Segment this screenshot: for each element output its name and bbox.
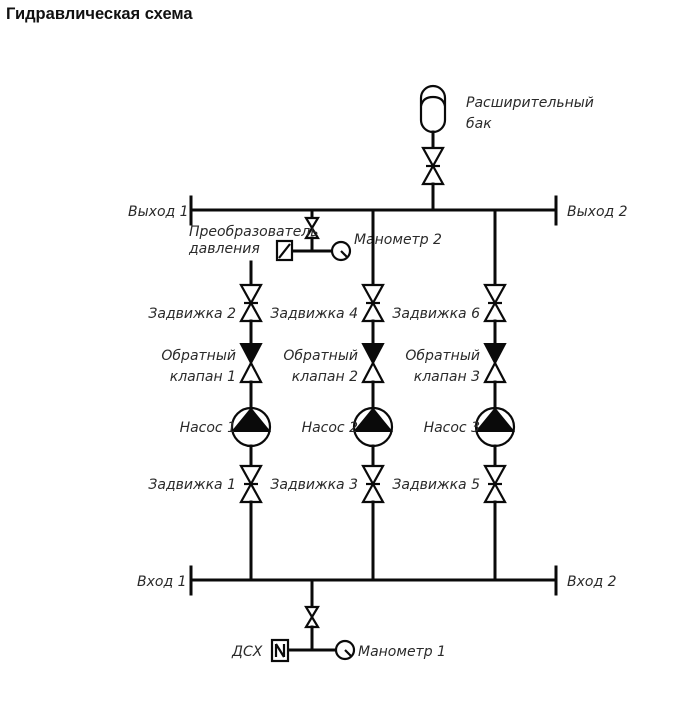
manometer-2-icon [330, 240, 352, 262]
expansion-tank-body [419, 84, 447, 134]
outlet-right-label: Выход 2 [567, 204, 628, 220]
bottom-valve-label: Задвижка 1 [148, 477, 236, 493]
pump-icon[interactable] [230, 406, 272, 448]
pump-branch-3: Задвижка 6 Обратный клапан 3 Насос 3 Задвижк… [392, 208, 516, 582]
check-valve-label-1: Обратный [161, 348, 236, 364]
top-valve-label: Задвижка 4 [270, 306, 358, 322]
tank-gate-valve-icon [421, 146, 445, 186]
check-valve-label-2: клапан 2 [292, 369, 358, 385]
expansion-tank-label-2: бак [466, 116, 492, 132]
expansion-tank [419, 84, 447, 134]
check-valve-icon [239, 343, 263, 384]
transducer-label-1: Преобразователь [189, 224, 319, 240]
bottom-valve-label: Задвижка 5 [392, 477, 480, 493]
check-valve-label-1: Обратный [283, 348, 358, 364]
sensor-gate-valve-icon [304, 605, 320, 629]
manometer-1-icon [334, 639, 356, 661]
expansion-tank-label-1: Расширительный [466, 95, 594, 111]
inlet-left-label: Вход 1 [137, 574, 187, 590]
bottom-valve-label: Задвижка 3 [270, 477, 358, 493]
outlet-left-label: Выход 1 [128, 204, 189, 220]
pump-branches: Задвижка 2 Обратный клапан 1 Насос 1 Задвижк… [148, 208, 516, 582]
pump-icon[interactable] [352, 406, 394, 448]
dry-run-sensor-label: ДСХ [231, 644, 263, 660]
gate-valve-icon[interactable] [361, 283, 385, 323]
pump-label: Насос 1 [180, 420, 236, 436]
pump-label: Насос 3 [424, 420, 480, 436]
check-valve-label-2: клапан 3 [414, 369, 480, 385]
pump-label: Насос 2 [302, 420, 359, 436]
manometer-1-label: Манометр 1 [358, 644, 446, 660]
top-valve-label: Задвижка 2 [148, 306, 236, 322]
gate-valve-icon[interactable] [239, 283, 263, 323]
inlet-right-label: Вход 2 [567, 574, 617, 590]
gate-valve-icon[interactable] [361, 464, 385, 504]
top-valve-label: Задвижка 6 [392, 306, 480, 322]
expansion-tank-membrane [419, 95, 447, 107]
check-valve-icon [361, 343, 385, 384]
pressure-transducer-icon [275, 239, 294, 262]
gate-valve-icon[interactable] [483, 464, 507, 504]
manometer-2-label: Манометр 2 [354, 232, 442, 248]
dry-run-sensor-icon [270, 638, 290, 663]
check-valve-label-1: Обратный [405, 348, 480, 364]
gate-valve-icon[interactable] [483, 283, 507, 323]
transducer-label-2: давления [188, 241, 260, 257]
gate-valve-icon[interactable] [239, 464, 263, 504]
page-title: Гидравлическая схема [6, 5, 193, 23]
pump-branch-2: Задвижка 4 Обратный клапан 2 Насос 2 Задвижк… [270, 208, 394, 582]
check-valve-icon [483, 343, 507, 384]
pump-icon[interactable] [474, 406, 516, 448]
check-valve-label-2: клапан 1 [170, 369, 236, 385]
pump-branch-1: Задвижка 2 Обратный клапан 1 Насос 1 Задвижк… [148, 260, 272, 582]
